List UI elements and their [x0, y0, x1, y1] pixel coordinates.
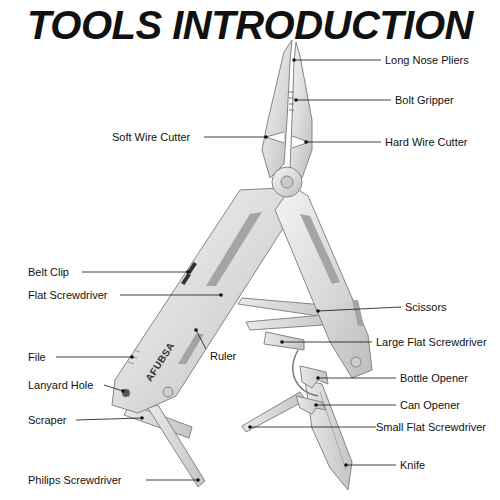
large-screwdriver — [264, 332, 304, 350]
spring-wire — [293, 350, 318, 396]
tool-drawing — [112, 40, 372, 490]
leader-lines — [56, 60, 401, 480]
title-text: TOOLS INTRODUCTION — [27, 2, 473, 48]
brand-logo: AFUBSA — [143, 340, 177, 384]
bottle-opener — [300, 366, 328, 388]
part-label: Lanyard Hole — [28, 379, 93, 392]
part-label: Bottle Opener — [400, 372, 468, 385]
handle-rivet — [163, 387, 173, 397]
part-label: Can Opener — [400, 399, 460, 412]
lanyard-hole — [122, 389, 130, 397]
belt-clip-slot — [181, 273, 191, 285]
knife-blade — [305, 380, 352, 490]
part-label: Knife — [400, 459, 425, 472]
left-handle — [112, 188, 296, 413]
part-label: Philips Screwdriver — [28, 474, 122, 487]
hard-cutter-notch — [292, 136, 309, 148]
belt-clip-slot — [187, 262, 197, 274]
part-label: File — [28, 351, 46, 364]
philips-screwdriver — [148, 405, 205, 487]
left-jaw — [262, 40, 292, 178]
part-label: Scraper — [28, 414, 67, 427]
pivot-screw — [281, 176, 293, 188]
part-label: Soft Wire Cutter — [112, 131, 190, 144]
handle-slot — [300, 214, 340, 284]
gripper-teeth — [289, 92, 294, 110]
part-label: Ruler — [210, 350, 236, 363]
part-label: Hard Wire Cutter — [385, 136, 468, 149]
part-label: Scissors — [405, 301, 447, 314]
part-label: Small Flat Screwdriver — [376, 421, 486, 434]
soft-cutter-notch — [266, 132, 284, 143]
leader-dots — [121, 58, 348, 482]
part-label: Flat Screwdriver — [28, 289, 107, 302]
title-heading: TOOLS INTRODUCTION — [0, 2, 500, 48]
handle-slot — [352, 300, 364, 326]
part-label: Large Flat Screwdriver — [376, 336, 487, 349]
part-label: Long Nose Pliers — [385, 54, 469, 67]
handle-slot — [206, 212, 262, 286]
handle-rivet — [351, 357, 361, 367]
pivot — [272, 167, 302, 197]
right-handle — [275, 186, 372, 378]
knife-edge — [320, 392, 346, 470]
right-jaw — [290, 42, 312, 178]
part-label: Bolt Gripper — [395, 94, 454, 107]
part-label: Belt Clip — [28, 266, 69, 279]
